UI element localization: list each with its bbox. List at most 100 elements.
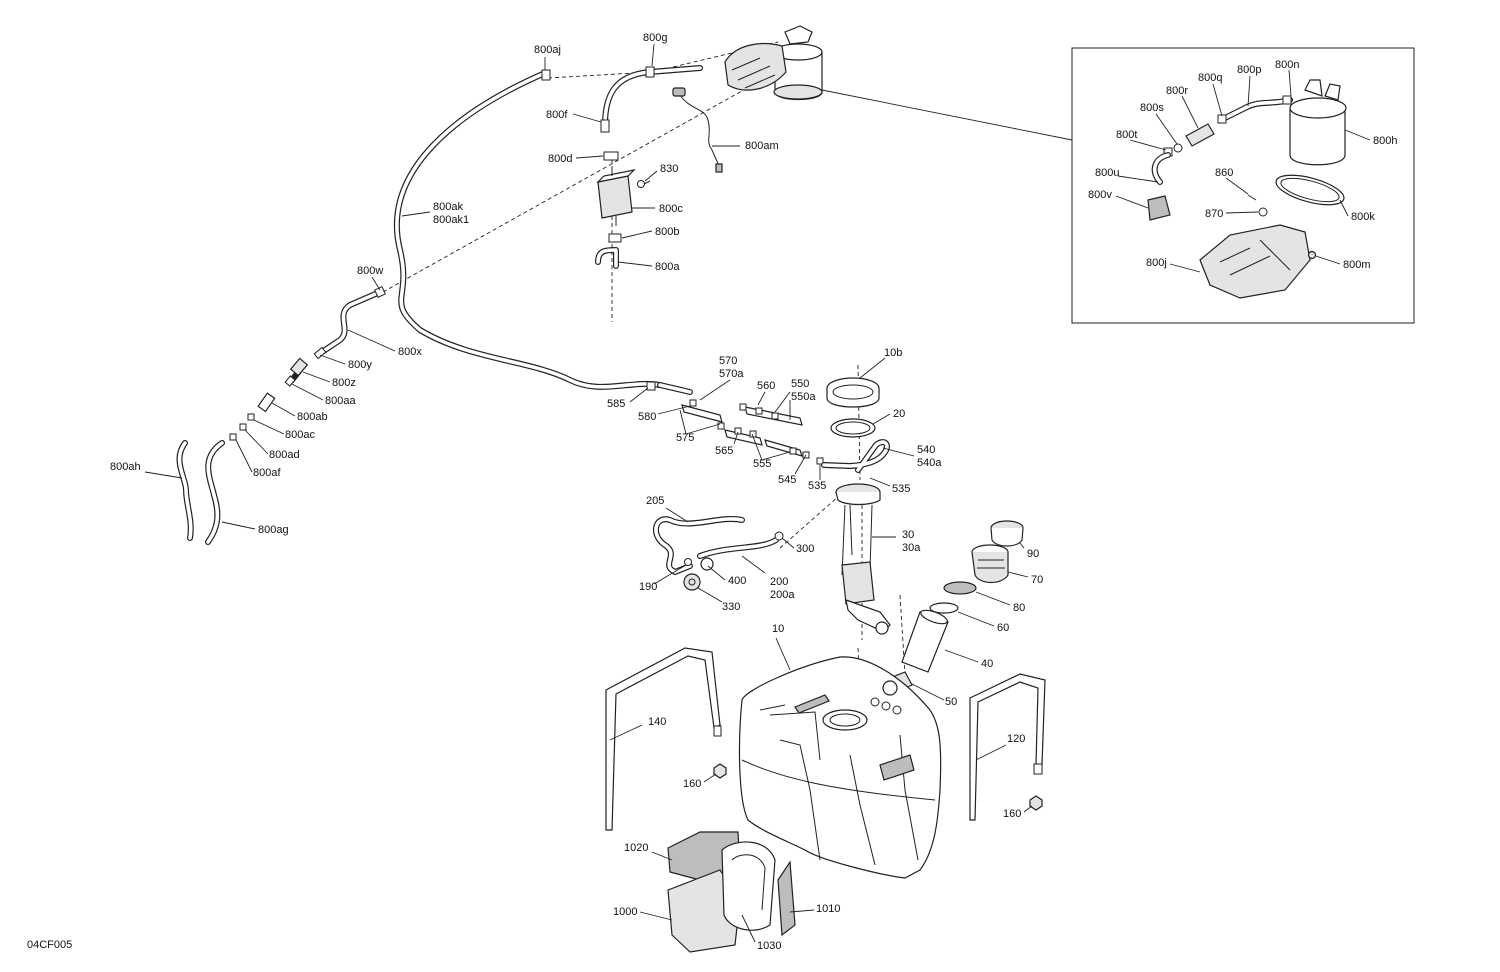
label-830: 830 — [660, 163, 678, 175]
label-550a: 550a — [791, 391, 816, 403]
label-1030: 1030 — [757, 940, 781, 952]
label-800ac: 800ac — [285, 429, 315, 441]
label-1020: 1020 — [624, 842, 648, 854]
label-300: 300 — [796, 543, 814, 555]
label-800d: 800d — [548, 153, 572, 165]
label-10: 10 — [772, 623, 784, 635]
label-10b: 10b — [884, 347, 902, 359]
label-800k: 800k — [1351, 211, 1375, 223]
label-60: 60 — [997, 622, 1009, 634]
label-330: 330 — [722, 601, 740, 613]
label-50: 50 — [945, 696, 957, 708]
hose-800ah — [176, 440, 194, 541]
label-575: 575 — [676, 432, 694, 444]
label-20: 20 — [893, 408, 905, 420]
label-800ad: 800ad — [269, 449, 300, 461]
label-570a: 570a — [719, 368, 744, 380]
label-800r: 800r — [1166, 85, 1188, 97]
label-800y: 800y — [348, 359, 372, 371]
hose-chain-800w-800af — [229, 286, 386, 441]
label-800p: 800p — [1237, 64, 1261, 76]
screw-830 — [637, 180, 651, 188]
label-40: 40 — [981, 658, 993, 670]
label-800af: 800af — [253, 467, 281, 479]
label-800ak: 800ak — [433, 201, 463, 213]
label-800aj: 800aj — [534, 44, 561, 56]
nut-160-left — [713, 763, 727, 779]
fuel-tank-10 — [738, 656, 942, 879]
fuel-cap-90 — [990, 520, 1024, 547]
label-540a: 540a — [917, 457, 942, 469]
label-800v: 800v — [1088, 189, 1112, 201]
label-200a: 200a — [770, 589, 795, 601]
label-560: 560 — [757, 380, 775, 392]
label-90: 90 — [1027, 548, 1039, 560]
heat-shield-1030 — [721, 841, 776, 931]
seal-20 — [830, 418, 876, 438]
fuel-line-assembly-mid — [646, 381, 890, 473]
label-800u: 800u — [1095, 167, 1119, 179]
label-800ab: 800ab — [297, 411, 328, 423]
label-800f: 800f — [546, 109, 568, 121]
label-800am: 800am — [745, 140, 779, 152]
fitting-800b — [608, 233, 622, 243]
hose-800ag — [205, 440, 225, 545]
inset-box — [1071, 47, 1415, 324]
label-200: 200 — [770, 576, 788, 588]
figure-code: 04CF005 — [27, 939, 72, 951]
lock-ring-10b — [826, 377, 880, 408]
clamp-80 — [943, 581, 977, 595]
label-140: 140 — [648, 716, 666, 728]
strap-140 — [605, 647, 722, 831]
hose-assembly-205-200 — [653, 516, 784, 591]
label-800w: 800w — [357, 265, 383, 277]
label-160-right: 160 — [1003, 808, 1021, 820]
label-800aa: 800aa — [325, 395, 356, 407]
callout-labels: 800aj 800g 800f 800d 830 800am 800c 800b… — [27, 32, 1397, 952]
label-540: 540 — [917, 444, 935, 456]
label-190: 190 — [639, 581, 657, 593]
filler-neck-70 — [971, 544, 1009, 584]
evap-canister-assembly-top — [724, 25, 1073, 141]
label-800j: 800j — [1146, 257, 1167, 269]
nut-160-right — [1029, 795, 1043, 811]
label-800z: 800z — [332, 377, 356, 389]
label-550: 550 — [791, 378, 809, 390]
wire-harness-800am — [672, 87, 723, 173]
fitting-800d — [603, 151, 619, 161]
label-800b: 800b — [655, 226, 679, 238]
label-70: 70 — [1031, 574, 1043, 586]
label-800ah: 800ah — [110, 461, 141, 473]
canister-filter-800c — [596, 166, 636, 226]
label-400: 400 — [728, 575, 746, 587]
clamp-60 — [929, 602, 959, 614]
label-535-left: 535 — [808, 480, 826, 492]
heat-shield-1010 — [777, 860, 796, 937]
label-30: 30 — [902, 529, 914, 541]
elbow-800a — [595, 247, 619, 269]
label-800ag: 800ag — [258, 524, 289, 536]
label-555: 555 — [753, 458, 771, 470]
label-800m: 800m — [1343, 259, 1371, 271]
label-545: 545 — [778, 474, 796, 486]
label-800x: 800x — [398, 346, 422, 358]
label-800q: 800q — [1198, 72, 1222, 84]
label-570: 570 — [719, 355, 737, 367]
fuel-pump-module-30 — [835, 483, 891, 635]
label-205: 205 — [646, 495, 664, 507]
label-800ak1: 800ak1 — [433, 214, 469, 226]
label-1000: 1000 — [613, 906, 637, 918]
label-800s: 800s — [1140, 102, 1164, 114]
filler-hose-40 — [901, 609, 949, 673]
vent-hose-800ak — [393, 70, 663, 390]
heat-shield-1000 — [667, 869, 741, 953]
label-800h: 800h — [1373, 135, 1397, 147]
label-535-right: 535 — [892, 483, 910, 495]
label-800c: 800c — [659, 203, 683, 215]
label-800g: 800g — [643, 32, 667, 44]
strap-120 — [969, 673, 1046, 821]
label-160-left: 160 — [683, 778, 701, 790]
label-30a: 30a — [902, 542, 921, 554]
label-80: 80 — [1013, 602, 1025, 614]
